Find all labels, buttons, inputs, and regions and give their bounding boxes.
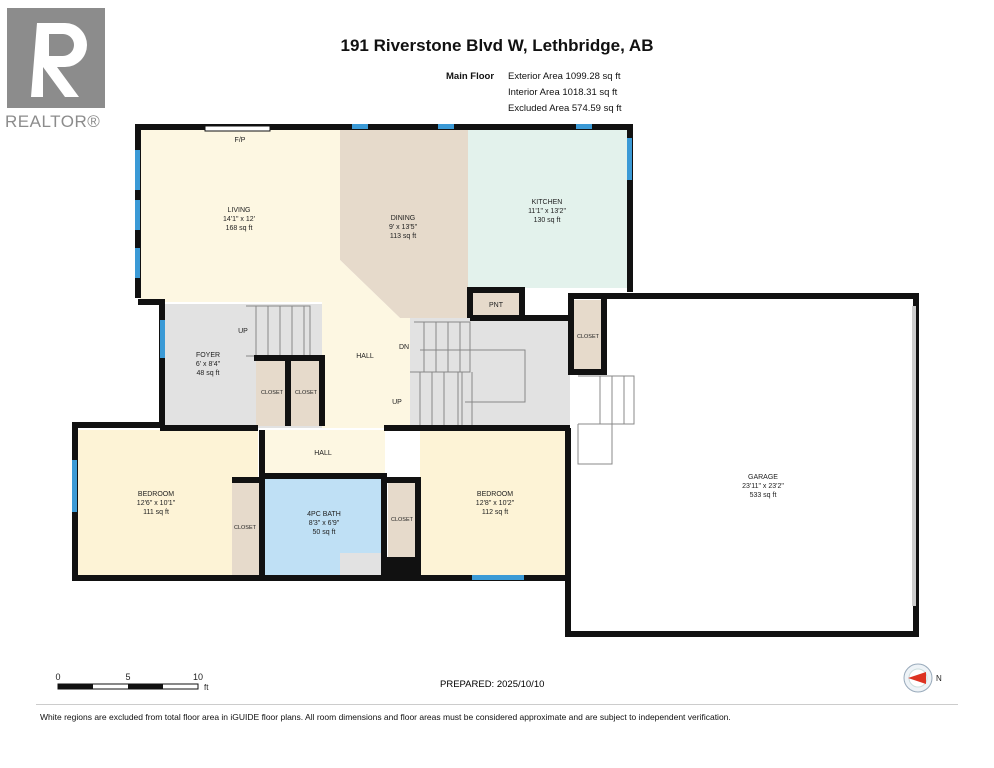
living-name: LIVING (228, 207, 251, 214)
foyer-area: 48 sq ft (197, 370, 220, 377)
closet-4 (388, 480, 416, 557)
exterior-area: Exterior Area 1099.28 sq ft (508, 71, 621, 82)
hall-lower (262, 430, 385, 474)
stairs (246, 305, 635, 465)
floor-name: Main Floor (446, 71, 495, 82)
page-title: 191 Riverstone Blvd W, Lethbridge, AB (340, 36, 654, 55)
living-room (140, 130, 340, 302)
compass-icon: N (903, 663, 942, 693)
scale-10: 10 (193, 672, 203, 682)
compass-north: N (936, 674, 942, 683)
bedroom1-area: 111 sq ft (143, 509, 169, 516)
realtor-logo (7, 8, 105, 108)
living-area: 168 sq ft (226, 225, 253, 232)
dining-dims: 9' x 13'5" (389, 224, 418, 231)
hall (322, 260, 410, 428)
bedroom1-name: BEDROOM (138, 491, 174, 498)
bath-fixture (340, 553, 384, 575)
prepared-date: PREPARED: 2025/10/10 (440, 679, 545, 690)
garage-door (912, 306, 916, 606)
wall-block (386, 557, 418, 577)
closet-1 (256, 358, 288, 426)
kitchen (468, 130, 628, 288)
stair-area (410, 318, 570, 428)
pantry-label: PNT (489, 302, 504, 309)
scale-unit: ft (204, 683, 209, 692)
garage-area: 533 sq ft (750, 492, 777, 499)
scale-bar: 0 5 10 ft (55, 672, 209, 692)
bath-dims: 8'3" x 6'9" (309, 520, 340, 527)
bedroom-1 (75, 430, 258, 577)
bath-area: 50 sq ft (313, 529, 336, 536)
interior-area: Interior Area 1018.31 sq ft (508, 87, 618, 98)
bedroom2-area: 112 sq ft (482, 509, 508, 516)
stair-down-label: DN (399, 344, 409, 351)
closet-3 (232, 480, 260, 575)
foyer-dims: 6' x 8'4" (196, 361, 221, 368)
kitchen-area: 130 sq ft (534, 217, 561, 224)
closet-label: CLOSET (391, 517, 414, 523)
fireplace (204, 125, 271, 132)
closet-label: CLOSET (261, 390, 284, 396)
closet-label: CLOSET (295, 390, 318, 396)
hall-label: HALL (356, 353, 374, 360)
kitchen-name: KITCHEN (532, 199, 563, 206)
hall-lower-label: HALL (314, 450, 332, 457)
living-dims: 14'1" x 12' (223, 216, 255, 223)
kitchen-dims: 11'1" x 13'2" (528, 208, 566, 215)
stair-up-label: UP (392, 399, 402, 406)
bath-name: 4PC BATH (307, 511, 341, 518)
closet-kitchen (574, 300, 602, 372)
dining-name: DINING (391, 215, 416, 222)
floor-plan: F/P LIVING 14'1" x 12' 168 sq ft DINING … (55, 124, 942, 693)
realtor-logo-text: REALTOR® (5, 112, 101, 131)
bedroom2-dims: 12'8" x 10'2" (476, 500, 515, 507)
dining-room (340, 130, 468, 318)
closet-label: CLOSET (577, 334, 600, 340)
bedroom1-dims: 12'6" x 10'1" (137, 500, 176, 507)
scale-5: 5 (125, 672, 130, 682)
windows (72, 124, 632, 580)
bedroom2-name: BEDROOM (477, 491, 513, 498)
dining-area: 113 sq ft (390, 233, 416, 240)
closet-label: CLOSET (234, 525, 257, 531)
closet-2 (291, 358, 321, 426)
foyer-name: FOYER (196, 352, 220, 359)
garage-name: GARAGE (748, 474, 778, 481)
bedroom-2 (420, 430, 570, 577)
pantry (472, 290, 522, 318)
excluded-area: Excluded Area 574.59 sq ft (508, 103, 622, 114)
garage-dims: 23'11" x 23'2" (742, 483, 784, 490)
fireplace-label: F/P (235, 137, 246, 144)
scale-0: 0 (55, 672, 60, 682)
disclaimer: White regions are excluded from total fl… (40, 712, 731, 722)
stair-up-label: UP (238, 328, 248, 335)
footer-divider (36, 704, 958, 705)
